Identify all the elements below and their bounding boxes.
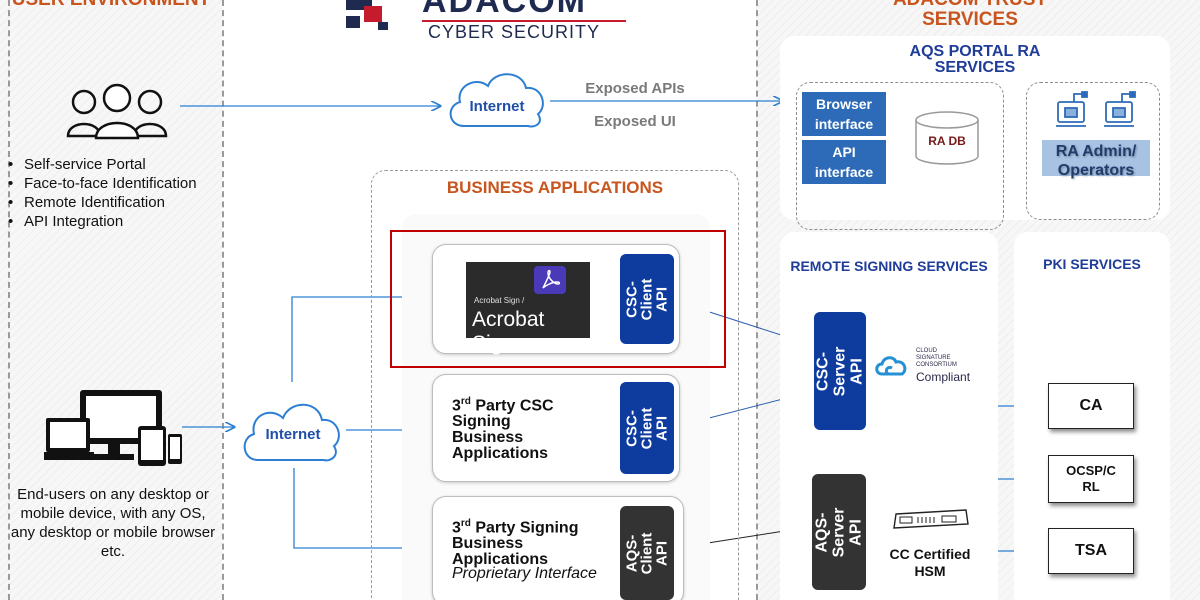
ra-admin-box [1042, 140, 1150, 176]
acrobat-pdf-icon [534, 266, 566, 294]
trust-services-heading-line1: ADACOM TRUST [840, 0, 1100, 10]
ra-db-label: RA DB [928, 134, 966, 148]
divider-trust [756, 0, 758, 600]
users-icon [62, 82, 172, 142]
csc-logo-line1: CLOUD [916, 348, 938, 354]
csc-logo-line3: CONSORTIUM [916, 362, 957, 368]
bullet-api-integration: API Integration [4, 212, 219, 231]
acrobat-small-label: Acrobat Sign / [474, 296, 525, 305]
adacom-logo-mark [346, 0, 626, 30]
acrobat-big-label: Acrobat Sign [472, 308, 545, 355]
acrobat-sign-logo: Acrobat Sign / Acrobat Sign [466, 262, 590, 355]
aqs-server-api-box: AQS-Server API [812, 474, 866, 590]
ra-admin-label: RA Admin/ Operators [1055, 143, 1137, 179]
csc-client-api-label-2: CSC-Client API [623, 407, 671, 449]
divider-left [8, 0, 10, 600]
ra-operators-group [1026, 82, 1160, 220]
aqs-server-api-label: AQS-Server API [813, 507, 865, 557]
bullet-self-service: Self-service Portal [4, 155, 219, 174]
aqs-portal-title: AQS PORTAL RA SERVICES [840, 44, 1110, 76]
aqs-client-api-box: AQS-Client API [620, 506, 674, 600]
business-applications-group [371, 170, 739, 600]
ra-interfaces-group [796, 82, 1004, 230]
ca-box: CA [1048, 383, 1134, 429]
trust-services-heading-line2: SERVICES [922, 9, 1018, 30]
aqs-client-api-label: AQS-Client API [623, 532, 671, 574]
csc-server-api-box: CSC-Server API [814, 312, 866, 430]
operator-workstation-icons [1056, 91, 1140, 132]
bullet-remote-identification: Remote Identification [4, 193, 219, 212]
devices-icon [44, 388, 184, 470]
remote-signing-title: REMOTE SIGNING SERVICES [790, 258, 988, 274]
tsa-box: TSA [1048, 528, 1134, 574]
csc-logo-line2: SIGNATURE [916, 355, 951, 361]
csc-consortium-icon [875, 356, 907, 376]
ocsp-crl-box: OCSP/CRL [1048, 455, 1134, 503]
internet-cloud-top: Internet [444, 66, 550, 134]
acrobat-highlight-frame [390, 230, 726, 368]
adacom-tagline: CYBER SECURITY [428, 22, 601, 42]
internet-top-label: Internet [469, 98, 525, 115]
bullet-face-to-face: Face-to-face Identification [4, 174, 219, 193]
aqs-portal-title-line1: AQS PORTAL RA [909, 43, 1041, 60]
aqs-portal-title-line2: SERVICES [934, 59, 1016, 76]
internet-cloud-bottom: Internet [238, 396, 348, 468]
csc-client-api-label-1: CSC-Client API [623, 278, 671, 320]
csc-client-api-box-2: CSC-Client API [620, 382, 674, 474]
aqs-portal-panel: AQS PORTAL RA SERVICES Browser interface… [780, 36, 1170, 230]
exposed-apis-label: Exposed APIs [585, 80, 685, 97]
proprietary-interface-label: Proprietary Interface [452, 565, 597, 582]
exposed-ui-label: Exposed UI [594, 113, 676, 130]
browser-interface-box: Browser interface [802, 92, 886, 136]
hsm-device-icon [892, 508, 970, 530]
csc-compliant-label: Compliant [916, 370, 971, 384]
internet-bottom-label: Internet [265, 426, 321, 443]
user-environment-heading: USER ENVIRONMENT [0, 0, 222, 10]
api-interface-box: API interface [802, 140, 886, 184]
csc-client-api-box-1: CSC-Client API [620, 254, 674, 344]
user-env-bullets: Self-service Portal Face-to-face Identif… [4, 155, 219, 231]
adacom-logo: ADACOM CYBER SECURITY [340, 0, 640, 48]
ra-db-cylinder: RA DB [914, 110, 980, 166]
hsm-label: CC Certified HSM [889, 546, 971, 579]
divider-user-env [222, 0, 224, 600]
end-users-text: End-users on any desktop or mobile devic… [10, 486, 216, 560]
adacom-brand: ADACOM [422, 0, 587, 20]
trust-services-heading: ADACOM TRUST SERVICES [840, 0, 1100, 30]
csc-server-api-label: CSC-Server API [814, 346, 866, 396]
pki-services-title: PKI SERVICES [1043, 256, 1141, 272]
business-applications-title: BUSINESS APPLICATIONS [446, 178, 664, 197]
csc-consortium-logo: CLOUD SIGNATURE CONSORTIUM Compliant [874, 346, 984, 390]
